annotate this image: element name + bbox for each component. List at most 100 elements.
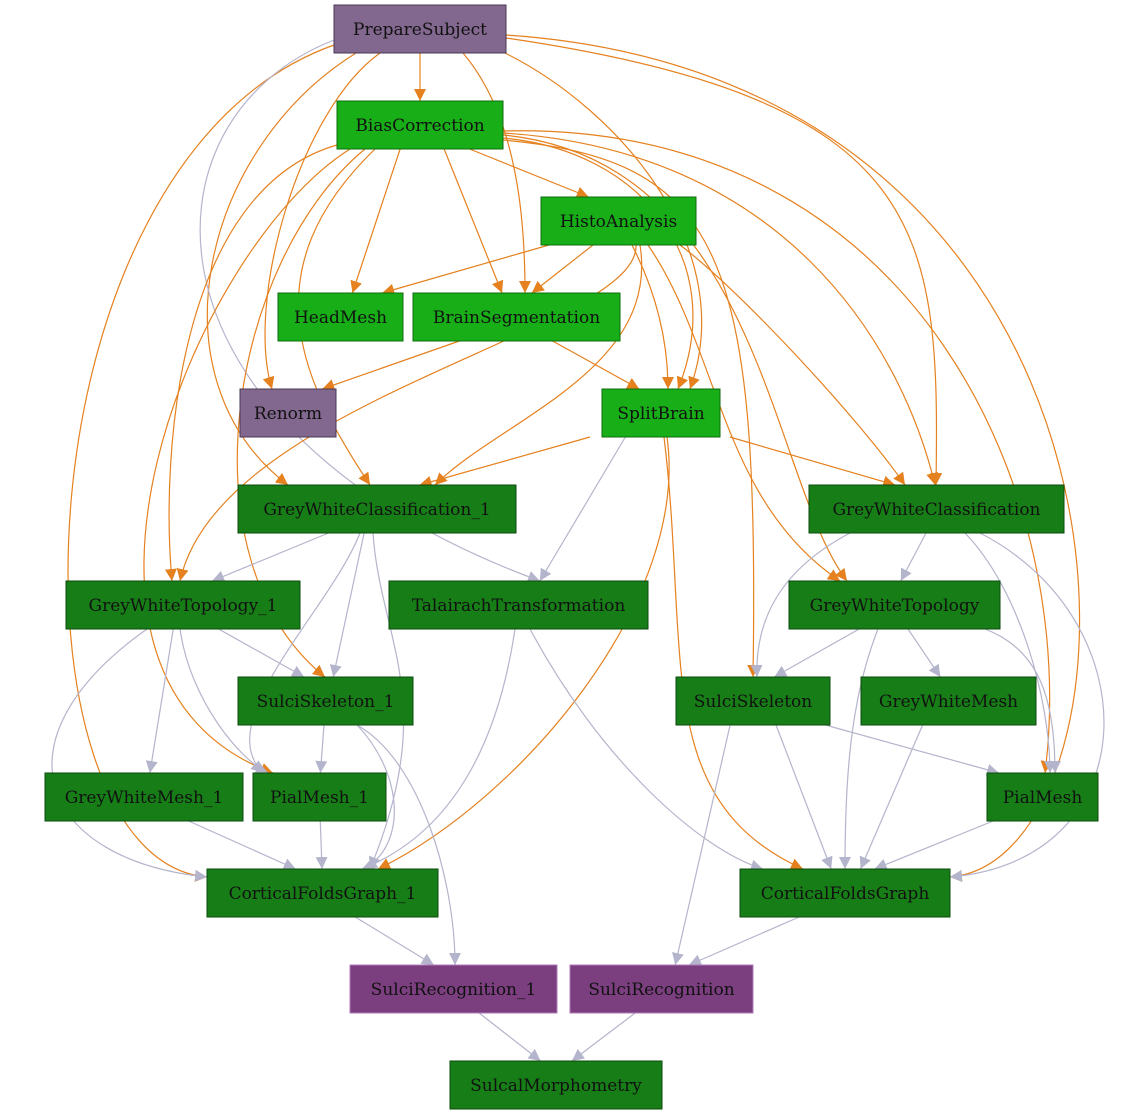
node-label: BiasCorrection <box>355 116 484 136</box>
node-sulcalmorphometry[interactable]: SulcalMorphometry <box>449 1060 663 1110</box>
edge-line <box>51 628 208 882</box>
edge-line <box>356 724 395 870</box>
edge-greywhiteclassification-1-to-pialmesh-1 <box>249 532 361 774</box>
edge-greywhiteclassification-to-greywhitetopology <box>900 532 927 582</box>
edge-line <box>434 244 643 486</box>
node-box <box>349 964 558 1014</box>
edge-preparesubject-to-brainsegmentation <box>462 52 531 294</box>
edge-greywhiteclassification-1-to-sulciskeleton-1 <box>329 532 365 678</box>
node-pialmesh[interactable]: PialMesh <box>986 772 1099 822</box>
node-label: GreyWhiteTopology <box>810 596 980 616</box>
edge-line <box>478 1012 541 1062</box>
node-renorm[interactable]: Renorm <box>239 388 337 438</box>
node-box <box>239 388 337 438</box>
node-greywhitetopology[interactable]: GreyWhiteTopology <box>788 580 1001 630</box>
edge-greywhitemesh-1-to-corticalfoldsgraph-1 <box>188 820 296 870</box>
edge-sulciskeleton-1-to-sulcirecognition-1 <box>356 724 461 966</box>
node-label: CorticalFoldsGraph_1 <box>229 884 417 904</box>
edge-splitbrain-to-corticalfoldsgraph <box>663 436 804 870</box>
edge-biascorrection-to-headmesh <box>350 148 401 294</box>
edge-histoanalysis-to-greywhiteclassification-1 <box>434 244 643 486</box>
node-brainsegmentation[interactable]: BrainSegmentation <box>412 292 621 342</box>
edge-greywhitetopology-1-to-corticalfoldsgraph-1 <box>51 628 208 882</box>
node-box <box>206 868 439 918</box>
node-label: Renorm <box>254 404 322 424</box>
edge-line <box>907 628 941 678</box>
edge-brainsegmentation-to-renorm <box>322 340 460 391</box>
node-greywhiteclassification-1[interactable]: GreyWhiteClassification_1 <box>237 484 517 534</box>
node-label: GreyWhiteMesh <box>879 692 1018 712</box>
node-sulcirecognition-1[interactable]: SulciRecognition_1 <box>349 964 558 1014</box>
node-box <box>237 676 414 726</box>
edge-corticalfoldsgraph-to-sulcirecognition <box>688 916 800 966</box>
edge-line <box>419 436 591 488</box>
edge-biascorrection-to-greywhitetopology-1 <box>164 144 338 582</box>
node-label: GreyWhiteClassification <box>832 500 1040 520</box>
edge-line <box>552 340 640 390</box>
edge-biascorrection-to-pialmesh-1 <box>143 148 351 775</box>
edge-line <box>322 340 460 391</box>
edge-line <box>350 148 401 294</box>
edge-greywhitetopology-to-pialmesh <box>984 628 1061 774</box>
edge-line <box>502 130 1053 774</box>
edge-line <box>315 724 328 774</box>
node-corticalfoldsgraph[interactable]: CorticalFoldsGraph <box>739 868 951 918</box>
edge-preparesubject-to-corticalfoldsgraph-1 <box>67 44 335 882</box>
edge-line <box>505 37 943 486</box>
node-greywhitemesh[interactable]: GreyWhiteMesh <box>860 676 1037 726</box>
edge-sulciskeleton-1-to-pialmesh-1 <box>315 724 328 774</box>
edge-biascorrection-to-brainsegmentation <box>443 148 504 294</box>
edge-line <box>729 436 896 488</box>
edge-preparesubject-to-splitbrain <box>504 52 703 390</box>
node-corticalfoldsgraph-1[interactable]: CorticalFoldsGraph_1 <box>206 868 439 918</box>
edge-pialmesh-1-to-corticalfoldsgraph-1 <box>315 820 328 870</box>
edge-line <box>571 1012 636 1062</box>
edge-line <box>382 244 550 296</box>
edge-line <box>188 820 296 870</box>
node-greywhitetopology-1[interactable]: GreyWhiteTopology_1 <box>65 580 301 630</box>
node-splitbrain[interactable]: SplitBrain <box>601 388 721 438</box>
node-box <box>449 1060 663 1110</box>
edge-biascorrection-to-pialmesh <box>502 130 1053 774</box>
edge-line <box>773 628 860 678</box>
node-sulciskeleton-1[interactable]: SulciSkeleton_1 <box>237 676 414 726</box>
node-sulciskeleton[interactable]: SulciSkeleton <box>675 676 831 726</box>
edge-line <box>839 628 879 870</box>
node-pialmesh-1[interactable]: PialMesh_1 <box>252 772 387 822</box>
edge-greywhitetopology-to-sulciskeleton <box>773 628 860 678</box>
node-histoanalysis[interactable]: HistoAnalysis <box>540 196 697 246</box>
edge-splitbrain-to-corticalfoldsgraph-1 <box>377 436 670 870</box>
edge-line <box>377 436 670 870</box>
edge-histoanalysis-to-greywhiteclassification <box>679 244 906 486</box>
edge-greywhiteclassification-to-corticalfoldsgraph <box>949 532 1105 882</box>
edge-line <box>502 137 694 390</box>
node-biascorrection[interactable]: BiasCorrection <box>336 100 504 150</box>
edge-talairachtransformation-to-corticalfoldsgraph-1 <box>361 628 516 871</box>
node-sulcirecognition[interactable]: SulciRecognition <box>569 964 754 1014</box>
edge-line <box>462 52 531 294</box>
node-box <box>540 196 697 246</box>
node-headmesh[interactable]: HeadMesh <box>277 292 404 342</box>
node-greywhiteclassification[interactable]: GreyWhiteClassification <box>808 484 1065 534</box>
nodes-layer: PrepareSubjectBiasCorrectionHistoAnalysi… <box>44 4 1099 1110</box>
edge-line <box>211 532 329 582</box>
node-box <box>986 772 1099 822</box>
edge-line <box>531 244 594 294</box>
edge-splitbrain-to-greywhiteclassification-1 <box>419 436 591 488</box>
edge-histoanalysis-to-headmesh <box>382 244 550 296</box>
edge-line <box>900 532 927 582</box>
edge-biascorrection-to-greywhiteclassification <box>502 132 939 486</box>
node-label: PrepareSubject <box>353 20 487 40</box>
node-talairachtransformation[interactable]: TalairachTransformation <box>388 580 649 630</box>
edge-line <box>874 820 994 871</box>
edge-line <box>688 916 800 966</box>
node-label: PialMesh <box>1003 788 1083 808</box>
node-greywhitemesh-1[interactable]: GreyWhiteMesh_1 <box>44 772 244 822</box>
edge-greywhiteclassification-1-to-greywhitetopology-1 <box>211 532 329 582</box>
edge-greywhitetopology-to-corticalfoldsgraph <box>839 628 879 870</box>
node-preparesubject[interactable]: PrepareSubject <box>333 4 507 54</box>
edge-biascorrection-to-histoanalysis <box>469 148 589 199</box>
edge-line <box>356 724 461 966</box>
edge-line <box>663 436 804 870</box>
